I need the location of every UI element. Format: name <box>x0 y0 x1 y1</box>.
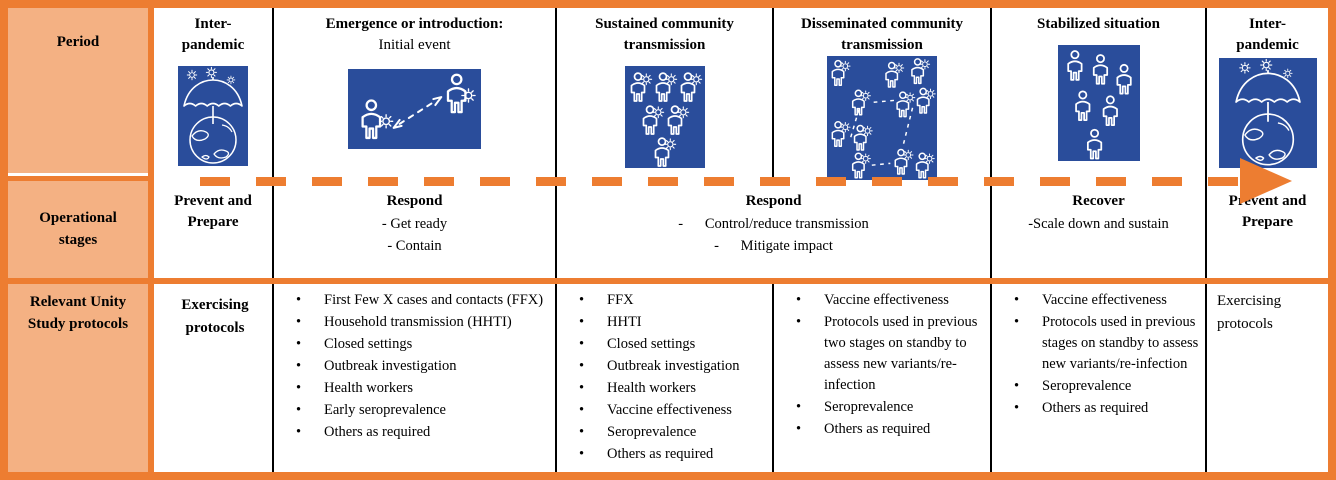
period-title: Inter- pandemic <box>1236 16 1299 53</box>
stage-name: Recover <box>1072 193 1125 209</box>
protocol-item: Others as required <box>792 419 984 440</box>
protocol-item: Health workers <box>292 378 549 399</box>
row-label-period: Period <box>8 8 154 181</box>
protocols-list: Vaccine effectivenessProtocols used in p… <box>1002 290 1199 419</box>
protocol-item: Others as required <box>292 422 549 443</box>
period-title: Stabilized situation <box>1037 16 1160 32</box>
umbrella-globe-icon <box>178 66 248 166</box>
protocols-cell-disseminated: Vaccine effectivenessProtocols used in p… <box>772 284 990 472</box>
protocol-item: Seroprevalence <box>792 397 984 418</box>
protocol-item: FFX <box>575 290 766 311</box>
row-label-protocols: Relevant Unity Study protocols <box>8 284 154 472</box>
protocols-text: Exercising protocols <box>1217 293 1282 332</box>
protocol-item: First Few X cases and contacts (FFX) <box>292 290 549 311</box>
period-title: Emergence or introduction: <box>325 16 504 32</box>
row-divider <box>8 278 1328 284</box>
protocol-item: Closed settings <box>575 334 766 355</box>
stage-name: Respond <box>386 193 443 209</box>
protocol-item: Others as required <box>1010 398 1199 419</box>
protocol-item: Vaccine effectiveness <box>575 400 766 421</box>
infected-group-icon <box>624 66 705 168</box>
stage-name: Prevent and Prepare <box>174 193 252 230</box>
period-cell-stabilized: Stabilized situation <box>990 8 1205 181</box>
protocol-item: Seroprevalence <box>1010 376 1199 397</box>
stage-cell-respond-get-ready: Respond - Get ready - Contain <box>272 181 555 278</box>
stage-detail: - Get ready <box>381 216 448 232</box>
period-title: Disseminated community transmission <box>800 16 964 53</box>
protocols-cell-exercising-start: Exercising protocols <box>154 284 272 472</box>
protocol-item: Protocols used in previous stages on sta… <box>1010 312 1199 375</box>
stage-details: -Scale down and sustain <box>992 214 1205 236</box>
protocol-item: Vaccine effectiveness <box>1010 290 1199 311</box>
protocols-list: Vaccine effectivenessProtocols used in p… <box>784 290 984 440</box>
protocol-item: Outbreak investigation <box>292 356 549 377</box>
period-title: Sustained community transmission <box>595 16 734 53</box>
people-group-icon <box>1057 45 1140 161</box>
protocol-item: HHTI <box>575 312 766 333</box>
period-cell-disseminated: Disseminated community transmission <box>772 8 990 181</box>
protocols-cell-emergence: First Few X cases and contacts (FFX)Hous… <box>272 284 555 472</box>
protocols-list: FFXHHTIClosed settingsOutbreak investiga… <box>567 290 766 465</box>
timeline-dashed-arrow <box>200 177 1240 186</box>
protocol-item: Others as required <box>575 444 766 465</box>
virus-transmission-icon <box>348 69 481 150</box>
infected-clusters-icon <box>827 56 937 180</box>
timeline-arrow-head <box>1240 158 1292 204</box>
umbrella-globe-icon <box>1218 58 1317 168</box>
stage-cell-respond-control: Respond - Control/reduce transmission - M… <box>555 181 990 278</box>
period-cell-emergence: Emergence or introduction: Initial event <box>272 8 555 181</box>
period-cell-sustained: Sustained community transmission <box>555 8 772 181</box>
protocols-cell-exercising-end: Exercising protocols <box>1205 284 1328 472</box>
stage-cell-prevent-prepare-start: Prevent and Prepare <box>154 181 272 278</box>
stage-detail: - Contain <box>387 237 442 254</box>
protocols-list: First Few X cases and contacts (FFX)Hous… <box>284 290 549 443</box>
period-cell-interpandemic-end: Inter- pandemic <box>1205 8 1328 181</box>
period-cell-interpandemic-start: Inter- pandemic <box>154 8 272 181</box>
protocol-item: Vaccine effectiveness <box>792 290 984 311</box>
protocol-item: Outbreak investigation <box>575 356 766 377</box>
period-title: Inter- pandemic <box>181 16 245 53</box>
row-label-operational-stages: Operational stages <box>8 181 154 278</box>
protocols-cell-stabilized: Vaccine effectivenessProtocols used in p… <box>990 284 1205 472</box>
protocol-item: Closed settings <box>292 334 549 355</box>
stage-name: Respond <box>745 193 802 209</box>
stage-details: - Get ready - Contain <box>274 214 555 258</box>
protocols-cell-sustained: FFXHHTIClosed settingsOutbreak investiga… <box>555 284 772 472</box>
protocol-item: Early seroprevalence <box>292 400 549 421</box>
protocol-item: Seroprevalence <box>575 422 766 443</box>
stage-details: - Control/reduce transmission - Mitigate … <box>557 214 990 258</box>
protocols-text: Exercising protocols <box>181 297 249 336</box>
stage-detail: - Control/reduce transmission <box>678 216 869 232</box>
period-subtitle: Initial event <box>378 37 451 53</box>
protocol-item: Health workers <box>575 378 766 399</box>
stage-cell-recover: Recover -Scale down and sustain <box>990 181 1205 278</box>
protocol-item: Protocols used in previous two stages on… <box>792 312 984 396</box>
stage-detail: - Mitigate impact <box>714 237 833 254</box>
stage-detail: -Scale down and sustain <box>1028 216 1169 232</box>
protocol-item: Household transmission (HHTI) <box>292 312 549 333</box>
